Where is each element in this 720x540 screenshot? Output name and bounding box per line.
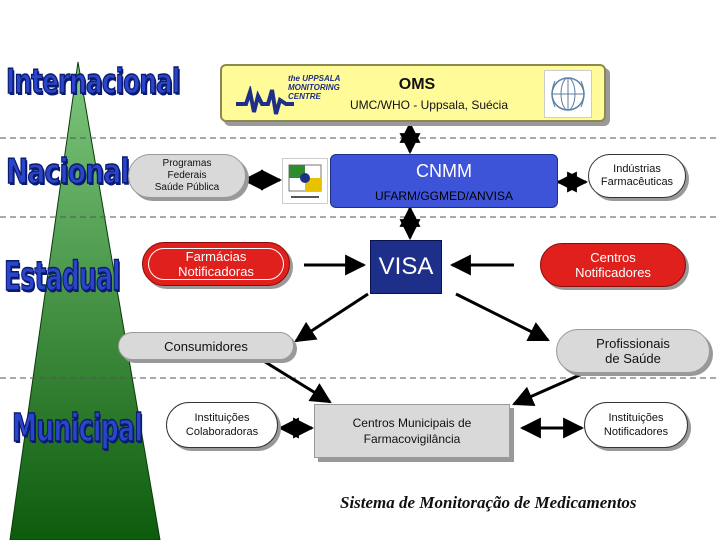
industrias-farmaceuticas-box: Indústrias Farmacêuticas <box>588 154 686 198</box>
oms-subtitle: UMC/WHO - Uppsala, Suécia <box>349 98 509 112</box>
level-label-international: Internacional <box>5 61 180 103</box>
anvisa-emblem-icon <box>288 164 322 198</box>
instituicoes-colaboradoras-box: Instituições Colaboradoras <box>166 402 278 448</box>
oms-box: the UPPSALA MONITORING CENTRE OMS UMC/WH… <box>220 64 606 122</box>
level-label-municipal: Municipal <box>12 405 144 451</box>
consumidores-title: Consumidores <box>164 338 248 354</box>
arrow-consumidores-centros-municipais <box>261 358 332 404</box>
instituicoes-notif-line-1: Instituições <box>608 412 664 424</box>
cnmm-box: CNMM UFARM/GGMED/ANVISA <box>330 154 558 208</box>
industrias-line-2: Farmacêuticas <box>600 176 674 188</box>
anvisa-logo <box>282 158 328 204</box>
who-emblem-icon <box>544 70 592 118</box>
programas-line-2: Federais <box>167 170 207 181</box>
consumidores-box: Consumidores <box>118 332 294 360</box>
centros-notificadores-line-2: Notificadores <box>575 265 651 280</box>
instituicoes-colab-line-2: Colaboradoras <box>185 426 259 438</box>
logo-line-3: CENTRE <box>288 92 321 101</box>
arrow-profissionais-centros-municipais <box>512 372 583 406</box>
visa-title: VISA <box>378 253 434 280</box>
level-label-state: Estadual <box>4 253 122 301</box>
programas-federais-box: Programas Federais Saúde Pública <box>128 154 246 198</box>
centros-notificadores-box: Centros Notificadores <box>540 243 686 287</box>
cnmm-subtitle: UFARM/GGMED/ANVISA <box>374 189 514 203</box>
instituicoes-notif-line-2: Notificadores <box>603 426 669 438</box>
farmacias-notificadoras-box: Farmácias Notificadoras <box>142 242 290 286</box>
logo-line-2: MONITORING <box>288 83 340 92</box>
centros-municipais-box: Centros Municipais de Farmacovigilância <box>314 404 510 458</box>
programas-line-3: Saúde Pública <box>154 182 220 193</box>
footer-caption: Sistema de Monitoração de Medicamentos <box>340 493 637 512</box>
cnmm-title: CNMM <box>416 161 472 181</box>
level-label-national: Nacional <box>5 151 130 193</box>
profissionais-saude-box: Profissionais de Saúde <box>556 329 710 373</box>
uppsala-monitoring-centre-logo: the UPPSALA MONITORING CENTRE <box>236 74 348 115</box>
pyramid-triangle <box>9 61 161 540</box>
instituicoes-colab-line-1: Instituições <box>194 412 250 424</box>
instituicoes-notificadores-box: Instituições Notificadores <box>584 402 688 448</box>
profissionais-line-2: de Saúde <box>605 351 661 366</box>
industrias-line-1: Indústrias <box>613 163 661 175</box>
arrow-visa-profissionais <box>455 292 550 342</box>
logo-line-1: the UPPSALA <box>288 74 341 83</box>
programas-line-1: Programas <box>162 158 212 169</box>
arrow-visa-consumidores <box>294 292 369 343</box>
visa-box: VISA <box>370 240 442 294</box>
centros-municipais-line-1: Centros Municipais de <box>352 416 472 430</box>
oms-title: OMS <box>398 76 436 93</box>
profissionais-line-1: Profissionais <box>596 336 670 351</box>
ecg-wave-icon <box>236 86 294 115</box>
centros-notificadores-line-1: Centros <box>590 250 636 265</box>
farmacias-line-1: Farmácias <box>185 249 247 264</box>
centros-municipais-line-2: Farmacovigilância <box>363 432 461 446</box>
farmacias-line-2: Notificadoras <box>178 264 254 279</box>
